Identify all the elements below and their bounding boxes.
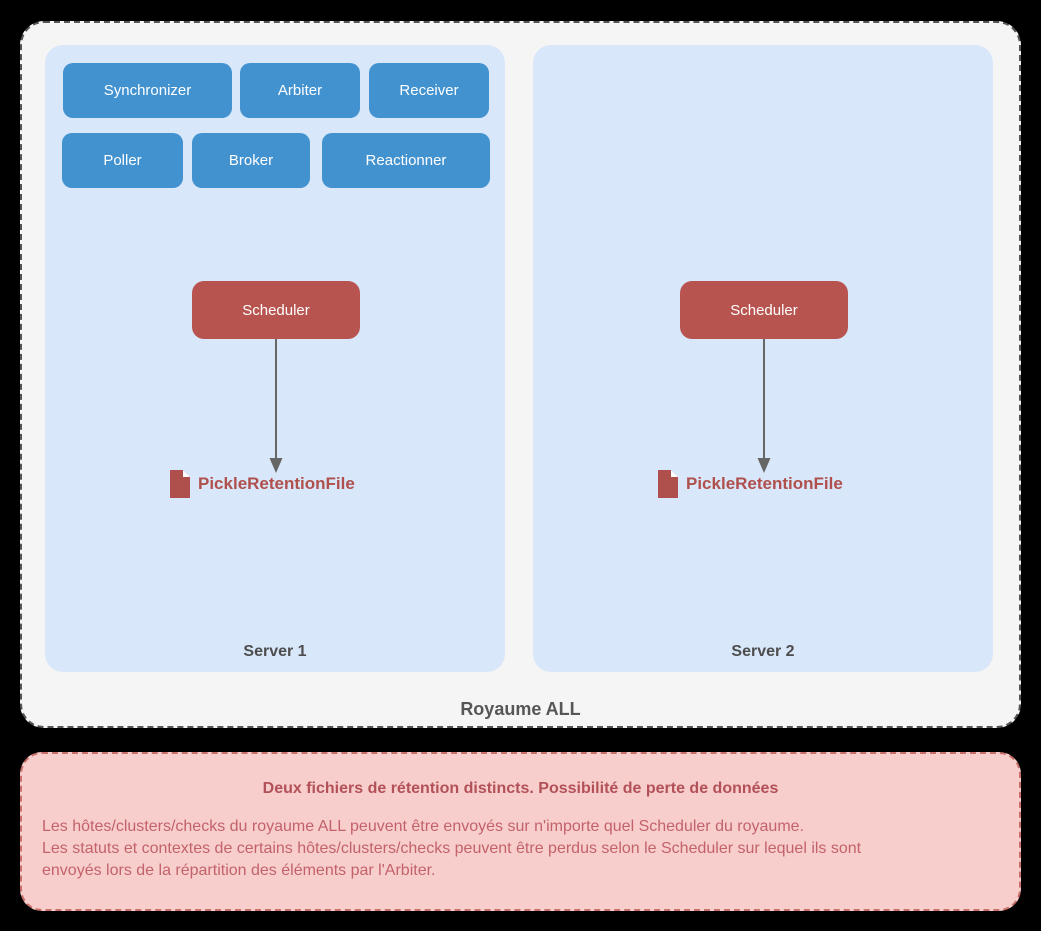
daemon-label: Reactionner — [365, 152, 447, 169]
scheduler-node: Scheduler — [680, 281, 848, 339]
file-icon — [658, 470, 678, 498]
realm-container: Synchronizer Arbiter Receiver Poller Bro… — [20, 21, 1021, 728]
warning-text-line: envoyés lors de la répartition des éléme… — [42, 862, 436, 879]
daemon-node-receiver: Receiver — [369, 63, 489, 118]
daemon-node-broker: Broker — [192, 133, 310, 188]
scheduler-label: Scheduler — [242, 301, 310, 319]
retention-file-label: PickleRetentionFile — [686, 474, 843, 493]
daemon-node-reactionner: Reactionner — [322, 133, 490, 188]
scheduler-node: Scheduler — [192, 281, 360, 339]
server-2-panel: Scheduler PickleRetentionFile Server 2 — [533, 45, 993, 672]
server-1-panel: Synchronizer Arbiter Receiver Poller Bro… — [45, 45, 505, 672]
daemon-label: Receiver — [399, 82, 459, 99]
daemon-label: Synchronizer — [103, 82, 192, 99]
scheduler-label: Scheduler — [730, 301, 798, 319]
daemon-label: Poller — [103, 152, 142, 169]
server-label: Server 1 — [243, 643, 307, 660]
file-icon — [170, 470, 190, 498]
warning-text-line: Les statuts et contextes de certains hôt… — [42, 840, 862, 857]
retention-file-label: PickleRetentionFile — [198, 474, 355, 493]
daemon-label: Broker — [228, 152, 274, 169]
scheduler-to-retention-arrow — [269, 339, 283, 473]
retention-file-row: PickleRetentionFile — [657, 469, 843, 499]
server-label: Server 2 — [731, 643, 795, 660]
daemon-node-synchronizer: Synchronizer — [63, 63, 232, 118]
daemon-label: Arbiter — [277, 82, 323, 99]
warning-title: Deux fichiers de rétention distincts. Po… — [262, 780, 779, 797]
daemon-node-poller: Poller — [62, 133, 183, 188]
retention-file-row: PickleRetentionFile — [169, 469, 355, 499]
scheduler-to-retention-arrow — [757, 339, 771, 473]
daemon-node-arbiter: Arbiter — [240, 63, 360, 118]
warning-text-line: Les hôtes/clusters/checks du royaume ALL… — [42, 818, 804, 835]
realm-label: Royaume ALL — [460, 699, 581, 719]
warning-body: Les hôtes/clusters/checks du royaume ALL… — [42, 816, 999, 882]
warning-panel: Deux fichiers de rétention distincts. Po… — [20, 752, 1021, 911]
